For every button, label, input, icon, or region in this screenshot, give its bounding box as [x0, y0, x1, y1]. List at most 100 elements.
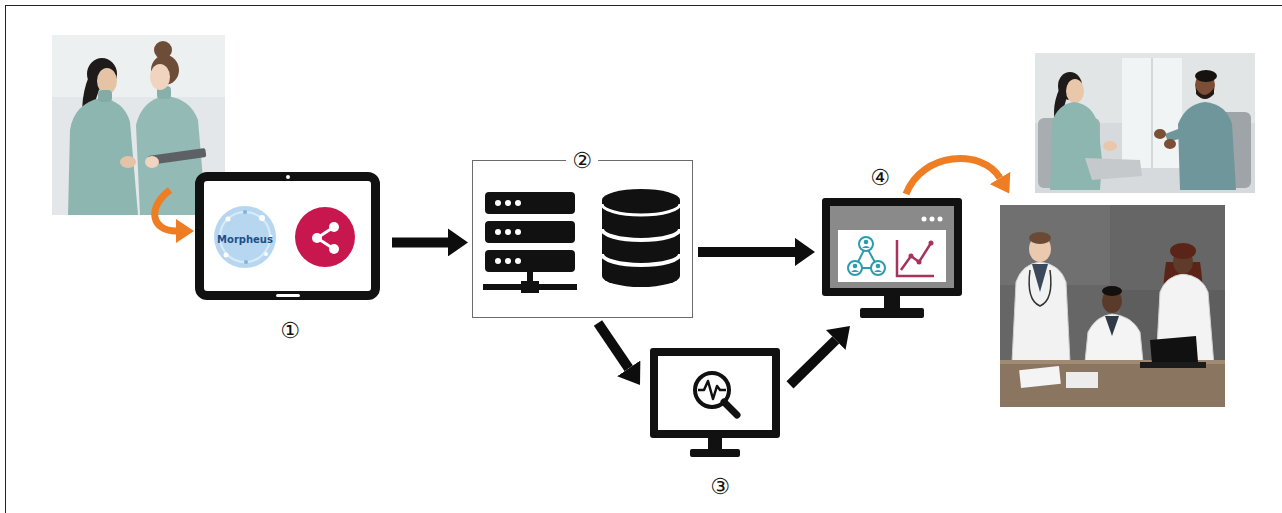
database-icon	[602, 189, 680, 287]
monitor-stand	[690, 438, 740, 457]
photo-patient-conversation	[1035, 53, 1255, 193]
people-network-icon-part	[874, 270, 882, 272]
database-icon-part	[602, 189, 680, 287]
photo-patient-conversation-part	[1122, 58, 1182, 168]
photo-colleagues-with-tablet-part	[154, 41, 172, 59]
database-icon-part	[602, 204, 680, 215]
callout-number: ②	[566, 148, 598, 173]
flow-arrow	[392, 237, 448, 247]
line-chart-icon-part	[897, 240, 934, 276]
orange-curved-arrow-part	[906, 158, 1000, 194]
dashboard-monitor: ④	[822, 198, 962, 296]
orange-curved-arrow	[906, 158, 1000, 194]
morpheus-logo-part	[226, 217, 231, 222]
dashboard-monitor-screen-part	[922, 217, 927, 222]
photo-patient-conversation-part	[1196, 88, 1214, 99]
tablet-screen	[204, 181, 371, 291]
people-network-icon-part	[862, 246, 870, 248]
line-chart-icon-part	[917, 260, 922, 265]
callout-number: ③	[710, 474, 730, 499]
server-stack-icon-part	[485, 221, 575, 243]
server-stack-icon-part	[495, 229, 501, 235]
line-chart-icon-part	[929, 241, 934, 246]
photo-colleagues-with-tablet-part	[98, 90, 112, 102]
database-icon-part	[602, 229, 680, 240]
dashboard-monitor-screen-part	[830, 206, 954, 288]
photo-patient-conversation-part	[1085, 158, 1142, 180]
morpheus-logo-part	[264, 252, 268, 256]
text-slot: Morpheus	[217, 228, 273, 247]
text-slot: ②	[566, 148, 598, 173]
line-chart-icon-part	[901, 243, 931, 270]
line-chart-icon	[897, 240, 934, 276]
photo-patient-conversation-part	[1035, 53, 1255, 193]
photo-doctors-team-part	[1066, 372, 1098, 388]
people-network-icon-part	[851, 270, 859, 272]
share-app-logo	[295, 207, 355, 267]
server-stack-icon-part	[521, 281, 539, 293]
server-stack-icon-part	[505, 258, 511, 264]
photo-colleagues-with-tablet-part	[52, 35, 225, 97]
photo-doctors-team-part	[1029, 232, 1051, 244]
text-slot: ④	[870, 165, 890, 190]
analysis-monitor-screen	[658, 356, 772, 430]
callout-number: ①	[280, 318, 300, 343]
flow-arrow	[698, 247, 795, 257]
photo-colleagues-with-tablet-part	[145, 156, 159, 168]
photo-doctors-team-part	[1032, 264, 1048, 292]
flow-arrow	[598, 323, 629, 368]
morpheus-logo-part	[224, 253, 229, 258]
server-stack-icon-part	[505, 229, 511, 235]
photo-doctors-team-part	[1019, 366, 1061, 388]
dashboard-monitor-screen-part	[930, 217, 935, 222]
photo-colleagues-with-tablet-part	[150, 64, 170, 90]
photo-doctors-team-part	[1170, 243, 1196, 259]
line-chart-icon-part	[909, 254, 914, 259]
dashboard-monitor-screen	[830, 206, 954, 288]
orange-curved-arrow	[155, 190, 176, 231]
monitor-stand-part	[860, 308, 924, 318]
morpheus-logo	[214, 206, 276, 268]
analysis-monitor-screen-part	[724, 402, 737, 415]
server-stack-icon-part	[515, 229, 521, 235]
share-app-logo-part	[329, 222, 339, 232]
server-stack-icon-part	[495, 258, 501, 264]
monitor-stand-part	[708, 438, 722, 450]
frame-border	[6, 6, 1282, 513]
morpheus-logo-part	[243, 210, 247, 214]
people-network-icon-part	[859, 237, 873, 251]
server-group-box: ②	[472, 160, 693, 318]
server-stack-icon-part	[495, 200, 501, 206]
analysis-monitor-screen-part	[658, 356, 772, 430]
orange-curved-arrow-part	[155, 190, 176, 231]
frame-border-part	[6, 6, 1282, 513]
photo-patient-conversation-part	[1066, 79, 1084, 103]
dashboard-monitor-screen-part	[838, 230, 946, 282]
text-slot: ③	[710, 474, 730, 499]
morpheus-logo-part	[259, 215, 265, 221]
photo-doctors-team-part	[1102, 286, 1122, 296]
morpheus-logo-part	[244, 260, 248, 264]
photo-patient-conversation-part	[1164, 139, 1176, 149]
photo-doctors-team-part	[1000, 360, 1225, 407]
server-stack-icon-part	[485, 192, 575, 214]
photo-doctors-team	[1000, 205, 1225, 407]
dashboard-monitor-screen-part	[938, 217, 943, 222]
server-stack-icon-part	[515, 200, 521, 206]
database-icon-part	[602, 254, 680, 265]
photo-doctors-team-part	[1012, 262, 1070, 362]
server-stack-icon	[483, 192, 577, 293]
photo-patient-conversation-part	[1195, 70, 1217, 82]
photo-doctors-team-part	[1000, 205, 1225, 407]
flow-arrow	[790, 340, 836, 385]
photo-patient-conversation-part	[1103, 141, 1117, 151]
morpheus-logo-part	[214, 206, 276, 268]
connector-group	[392, 242, 836, 385]
monitor-stand-part	[884, 296, 900, 309]
photo-colleagues-with-tablet-part	[68, 98, 138, 215]
photo-doctors-team-part	[1105, 316, 1119, 336]
tablet-screen-part	[204, 181, 371, 291]
